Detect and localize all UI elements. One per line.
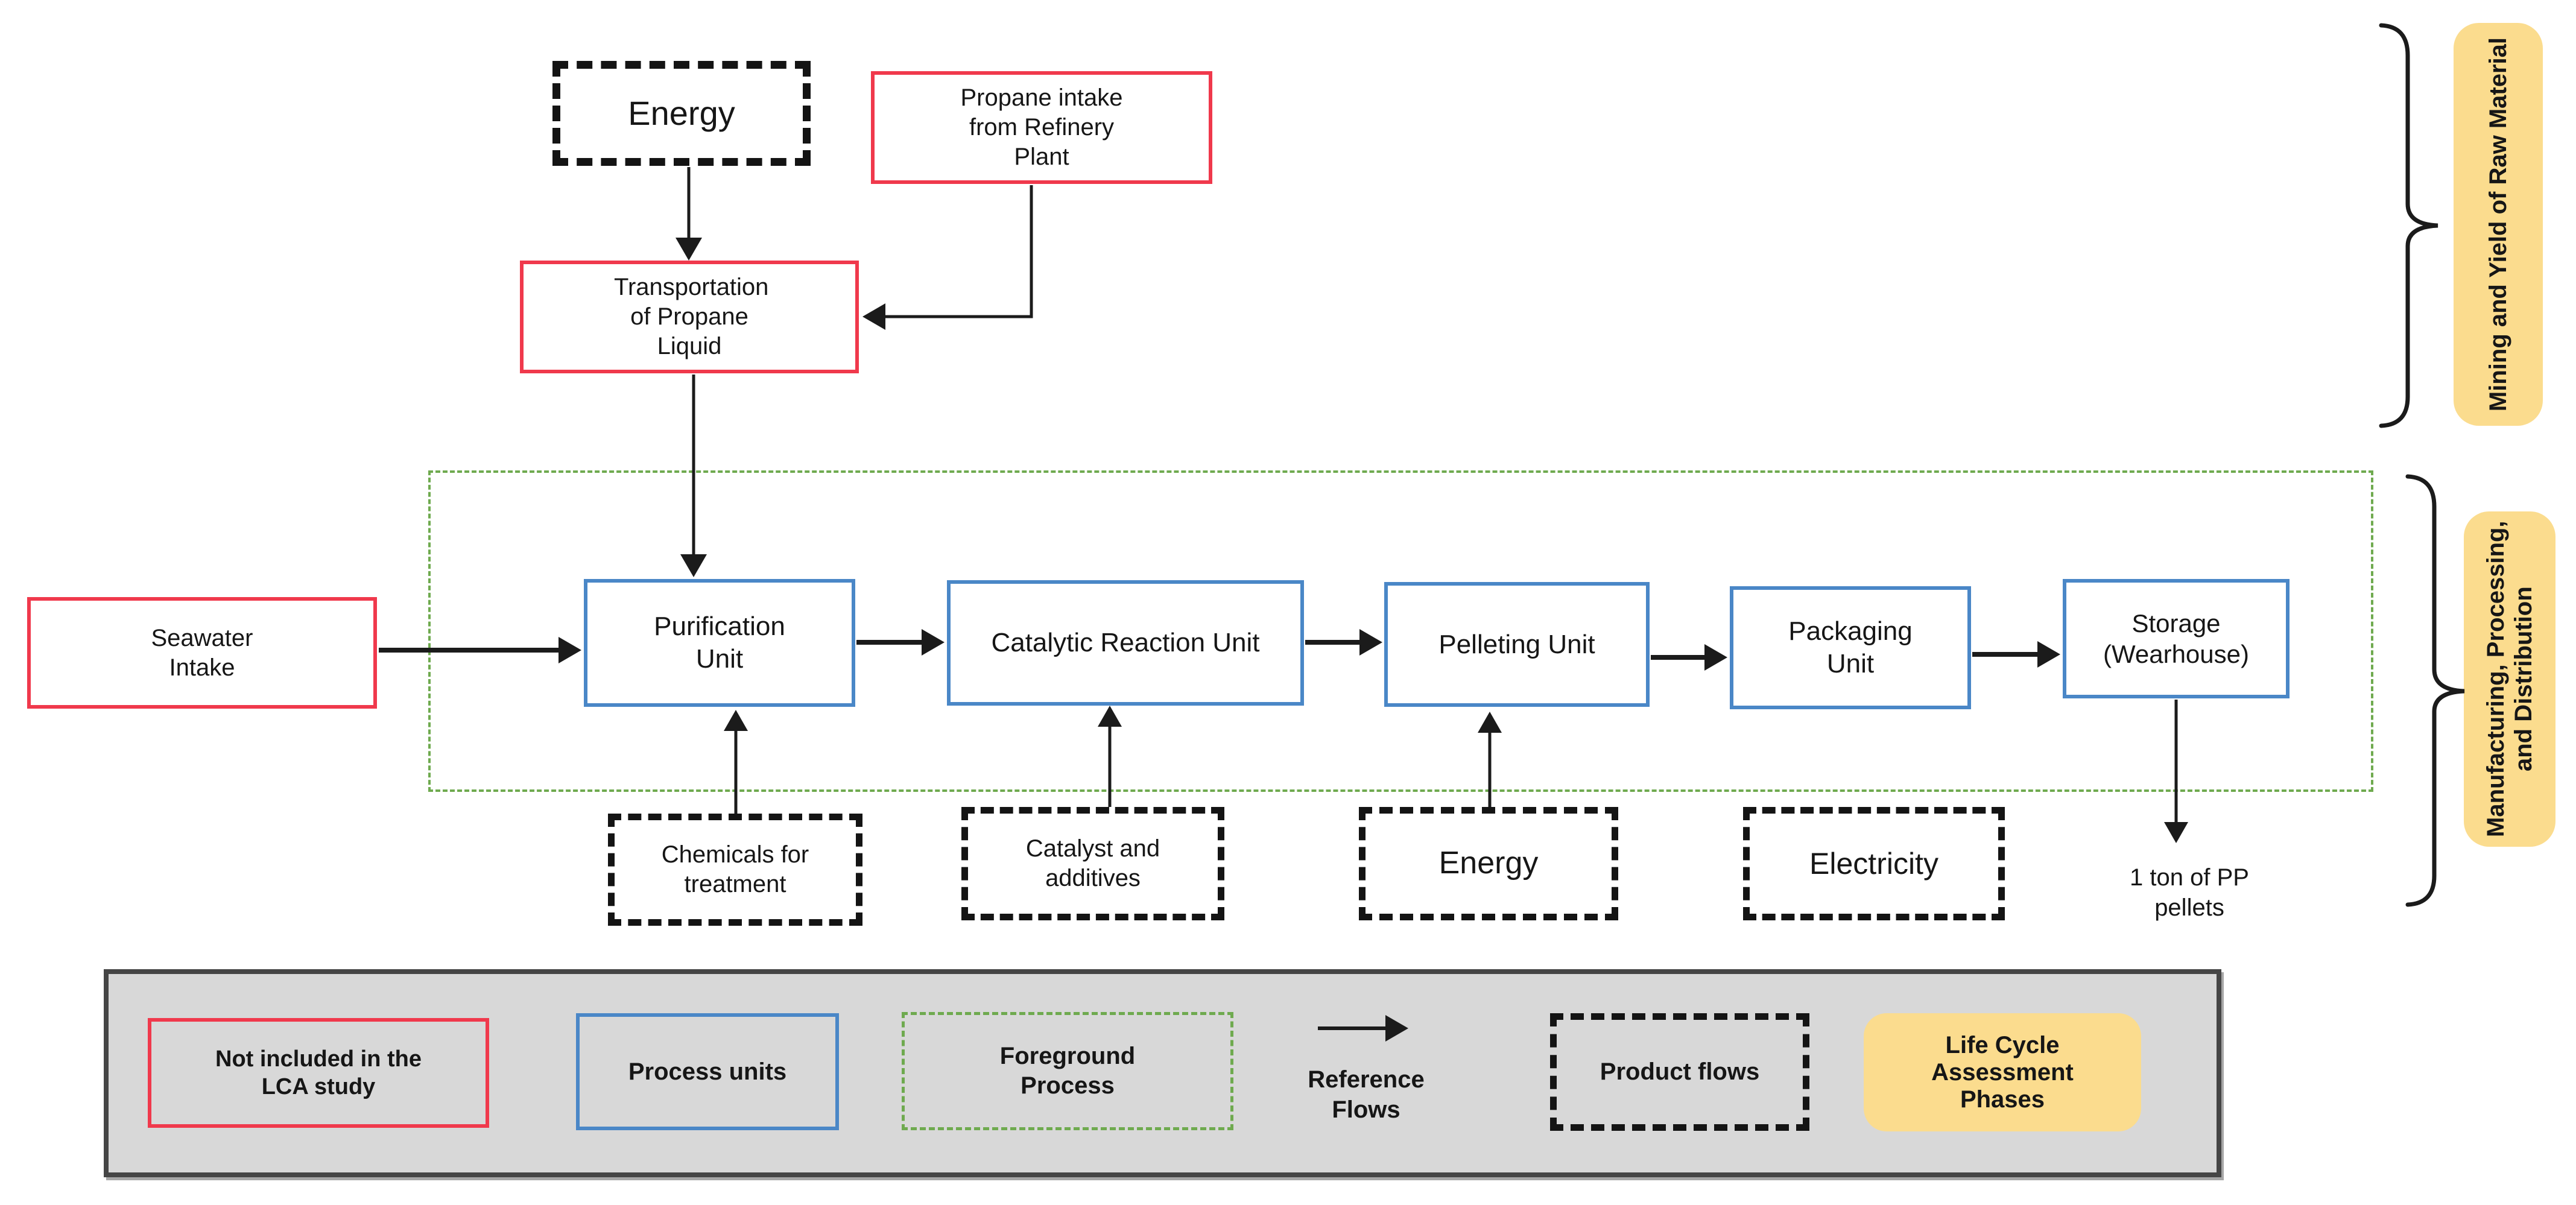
legend-process-units-label: Process units — [628, 1058, 787, 1085]
arrowhead-left-transportation — [862, 303, 885, 330]
electricity-input-label: Electricity — [1809, 846, 1938, 881]
phase-1-label: Mining and Yield of Raw Material — [2485, 37, 2511, 412]
catalyst-input-box: Catalyst and additives — [961, 807, 1224, 920]
legend-foreground-label: Foreground Process — [999, 1043, 1136, 1099]
storage-warehouse-label: Storage (Wearhouse) — [2103, 609, 2249, 668]
arrow-propane-to-transportation — [882, 185, 1033, 318]
legend-foreground-box: Foreground Process — [902, 1012, 1233, 1130]
seawater-intake-label: Seawater Intake — [151, 624, 253, 681]
legend-reference-flows-wrap: Reference Flows — [1276, 1046, 1457, 1143]
electricity-input-box: Electricity — [1743, 807, 2005, 920]
packaging-unit-label: Packaging Unit — [1788, 616, 1913, 678]
energy-input-label: Energy — [1438, 846, 1539, 881]
packaging-unit-box: Packaging Unit — [1730, 586, 1971, 709]
storage-warehouse-box: Storage (Wearhouse) — [2063, 579, 2290, 698]
energy-top-label: Energy — [628, 93, 735, 132]
legend-reference-flows-label: Reference Flows — [1308, 1066, 1425, 1123]
legend-panel — [104, 969, 2221, 1177]
catalytic-reaction-unit-label: Catalytic Reaction Unit — [991, 628, 1260, 658]
arrowhead-down-transportation — [676, 238, 702, 261]
legend-lca-phases-label: Life Cycle Assessment Phases — [1931, 1031, 2074, 1113]
transportation-label: Transportation of Propane Liquid — [614, 274, 769, 359]
phase-2-label-box: Manufacturing, Processing, and Distribut… — [2464, 511, 2555, 847]
energy-input-box: Energy — [1359, 807, 1618, 920]
phase-2-label: Manufacturing, Processing, and Distribut… — [2483, 520, 2537, 838]
purification-unit-box: Purification Unit — [584, 579, 855, 707]
output-pellets-label-wrap: 1 ton of PP pellets — [2081, 844, 2298, 941]
pelleting-unit-box: Pelleting Unit — [1384, 582, 1650, 707]
catalytic-reaction-unit-box: Catalytic Reaction Unit — [947, 580, 1304, 706]
seawater-intake-box: Seawater Intake — [27, 597, 377, 709]
transportation-box: Transportation of Propane Liquid — [520, 261, 859, 373]
legend-process-units-box: Process units — [576, 1013, 839, 1130]
arrowhead-down-pellets — [2164, 822, 2188, 843]
propane-intake-box: Propane intake from Refinery Plant — [871, 71, 1212, 184]
purification-unit-label: Purification Unit — [654, 612, 785, 674]
legend-product-flows-box: Product flows — [1550, 1013, 1809, 1131]
chemicals-input-box: Chemicals for treatment — [608, 814, 862, 926]
foreground-process-boundary — [428, 470, 2373, 792]
chemicals-input-label: Chemicals for treatment — [661, 841, 809, 897]
brace-phase-1 — [2379, 23, 2438, 428]
legend-not-included-label: Not included in the LCA study — [215, 1046, 422, 1099]
energy-top-box: Energy — [552, 61, 811, 166]
legend-not-included-box: Not included in the LCA study — [148, 1018, 489, 1128]
propane-intake-label: Propane intake from Refinery Plant — [960, 84, 1123, 170]
output-pellets-label: 1 ton of PP pellets — [2130, 864, 2249, 921]
catalyst-input-label: Catalyst and additives — [1025, 835, 1160, 891]
brace-phase-2 — [2405, 474, 2465, 907]
legend-lca-phases-box: Life Cycle Assessment Phases — [1864, 1013, 2141, 1131]
pelleting-unit-label: Pelleting Unit — [1438, 629, 1595, 659]
phase-1-label-box: Mining and Yield of Raw Material — [2454, 23, 2543, 426]
legend-product-flows-label: Product flows — [1600, 1058, 1760, 1086]
